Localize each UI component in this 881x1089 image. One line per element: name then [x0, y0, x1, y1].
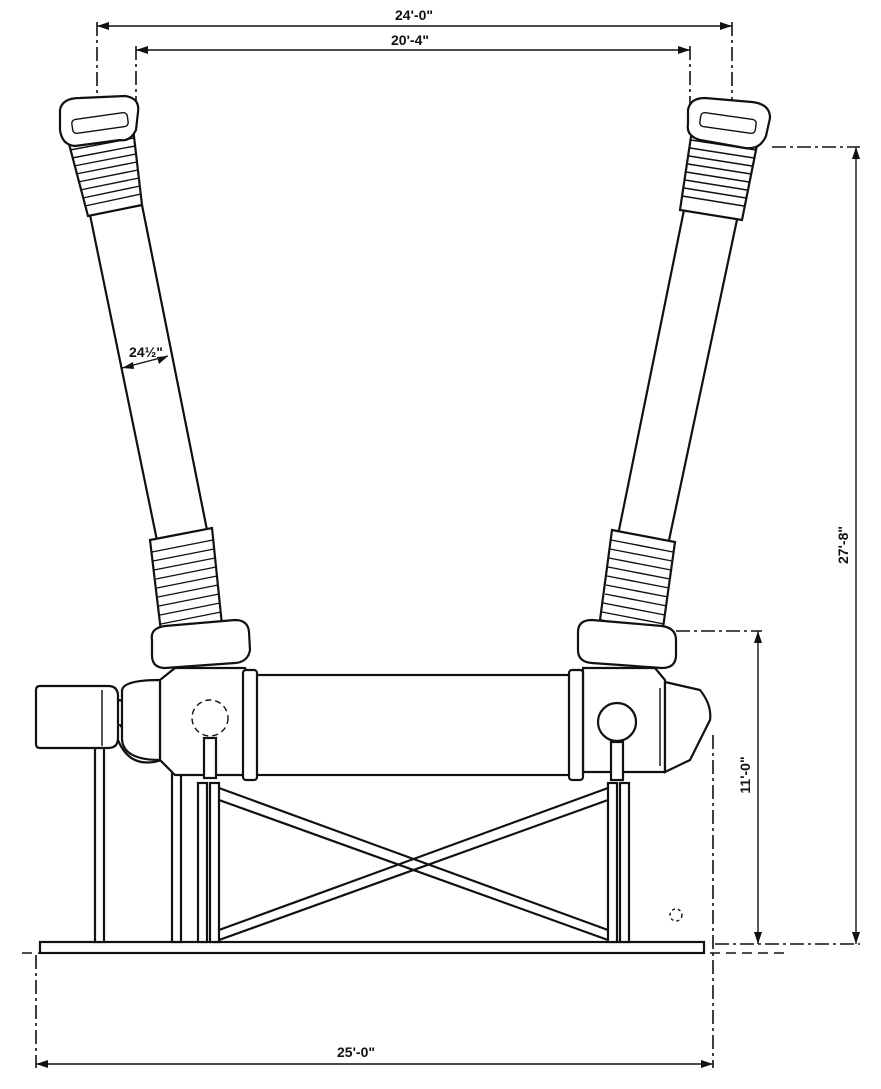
- dim-base-width: 25'-0": [35, 735, 714, 1068]
- ground-pad-circle: [669, 908, 683, 922]
- dim-label-base-width: 25'-0": [337, 1044, 375, 1060]
- base-plate: [38, 940, 706, 955]
- dim-outer-top: 24'-0": [96, 7, 733, 115]
- dim-label-overall-height: 27'-8": [835, 526, 851, 564]
- left-ct-circle: [191, 699, 229, 737]
- right-bushing: [576, 96, 772, 670]
- dim-overall-height: 27'-8": [715, 146, 860, 945]
- main-tank: [120, 666, 712, 922]
- operating-mechanism: [34, 684, 164, 764]
- dim-label-inner-top: 20'-4": [391, 32, 429, 48]
- cross-bracing: [217, 786, 610, 942]
- dim-label-outer-top: 24'-0": [395, 7, 433, 23]
- right-ct-circle: [596, 701, 638, 743]
- left-bushing: 24½": [58, 94, 252, 670]
- dim-tank-height: 11'-0": [676, 630, 762, 944]
- dim-label-bushing-diameter: 24½": [129, 344, 163, 360]
- dim-inner-top: 20'-4": [135, 32, 691, 105]
- dim-label-tank-height: 11'-0": [737, 756, 753, 793]
- support-legs: [93, 743, 631, 944]
